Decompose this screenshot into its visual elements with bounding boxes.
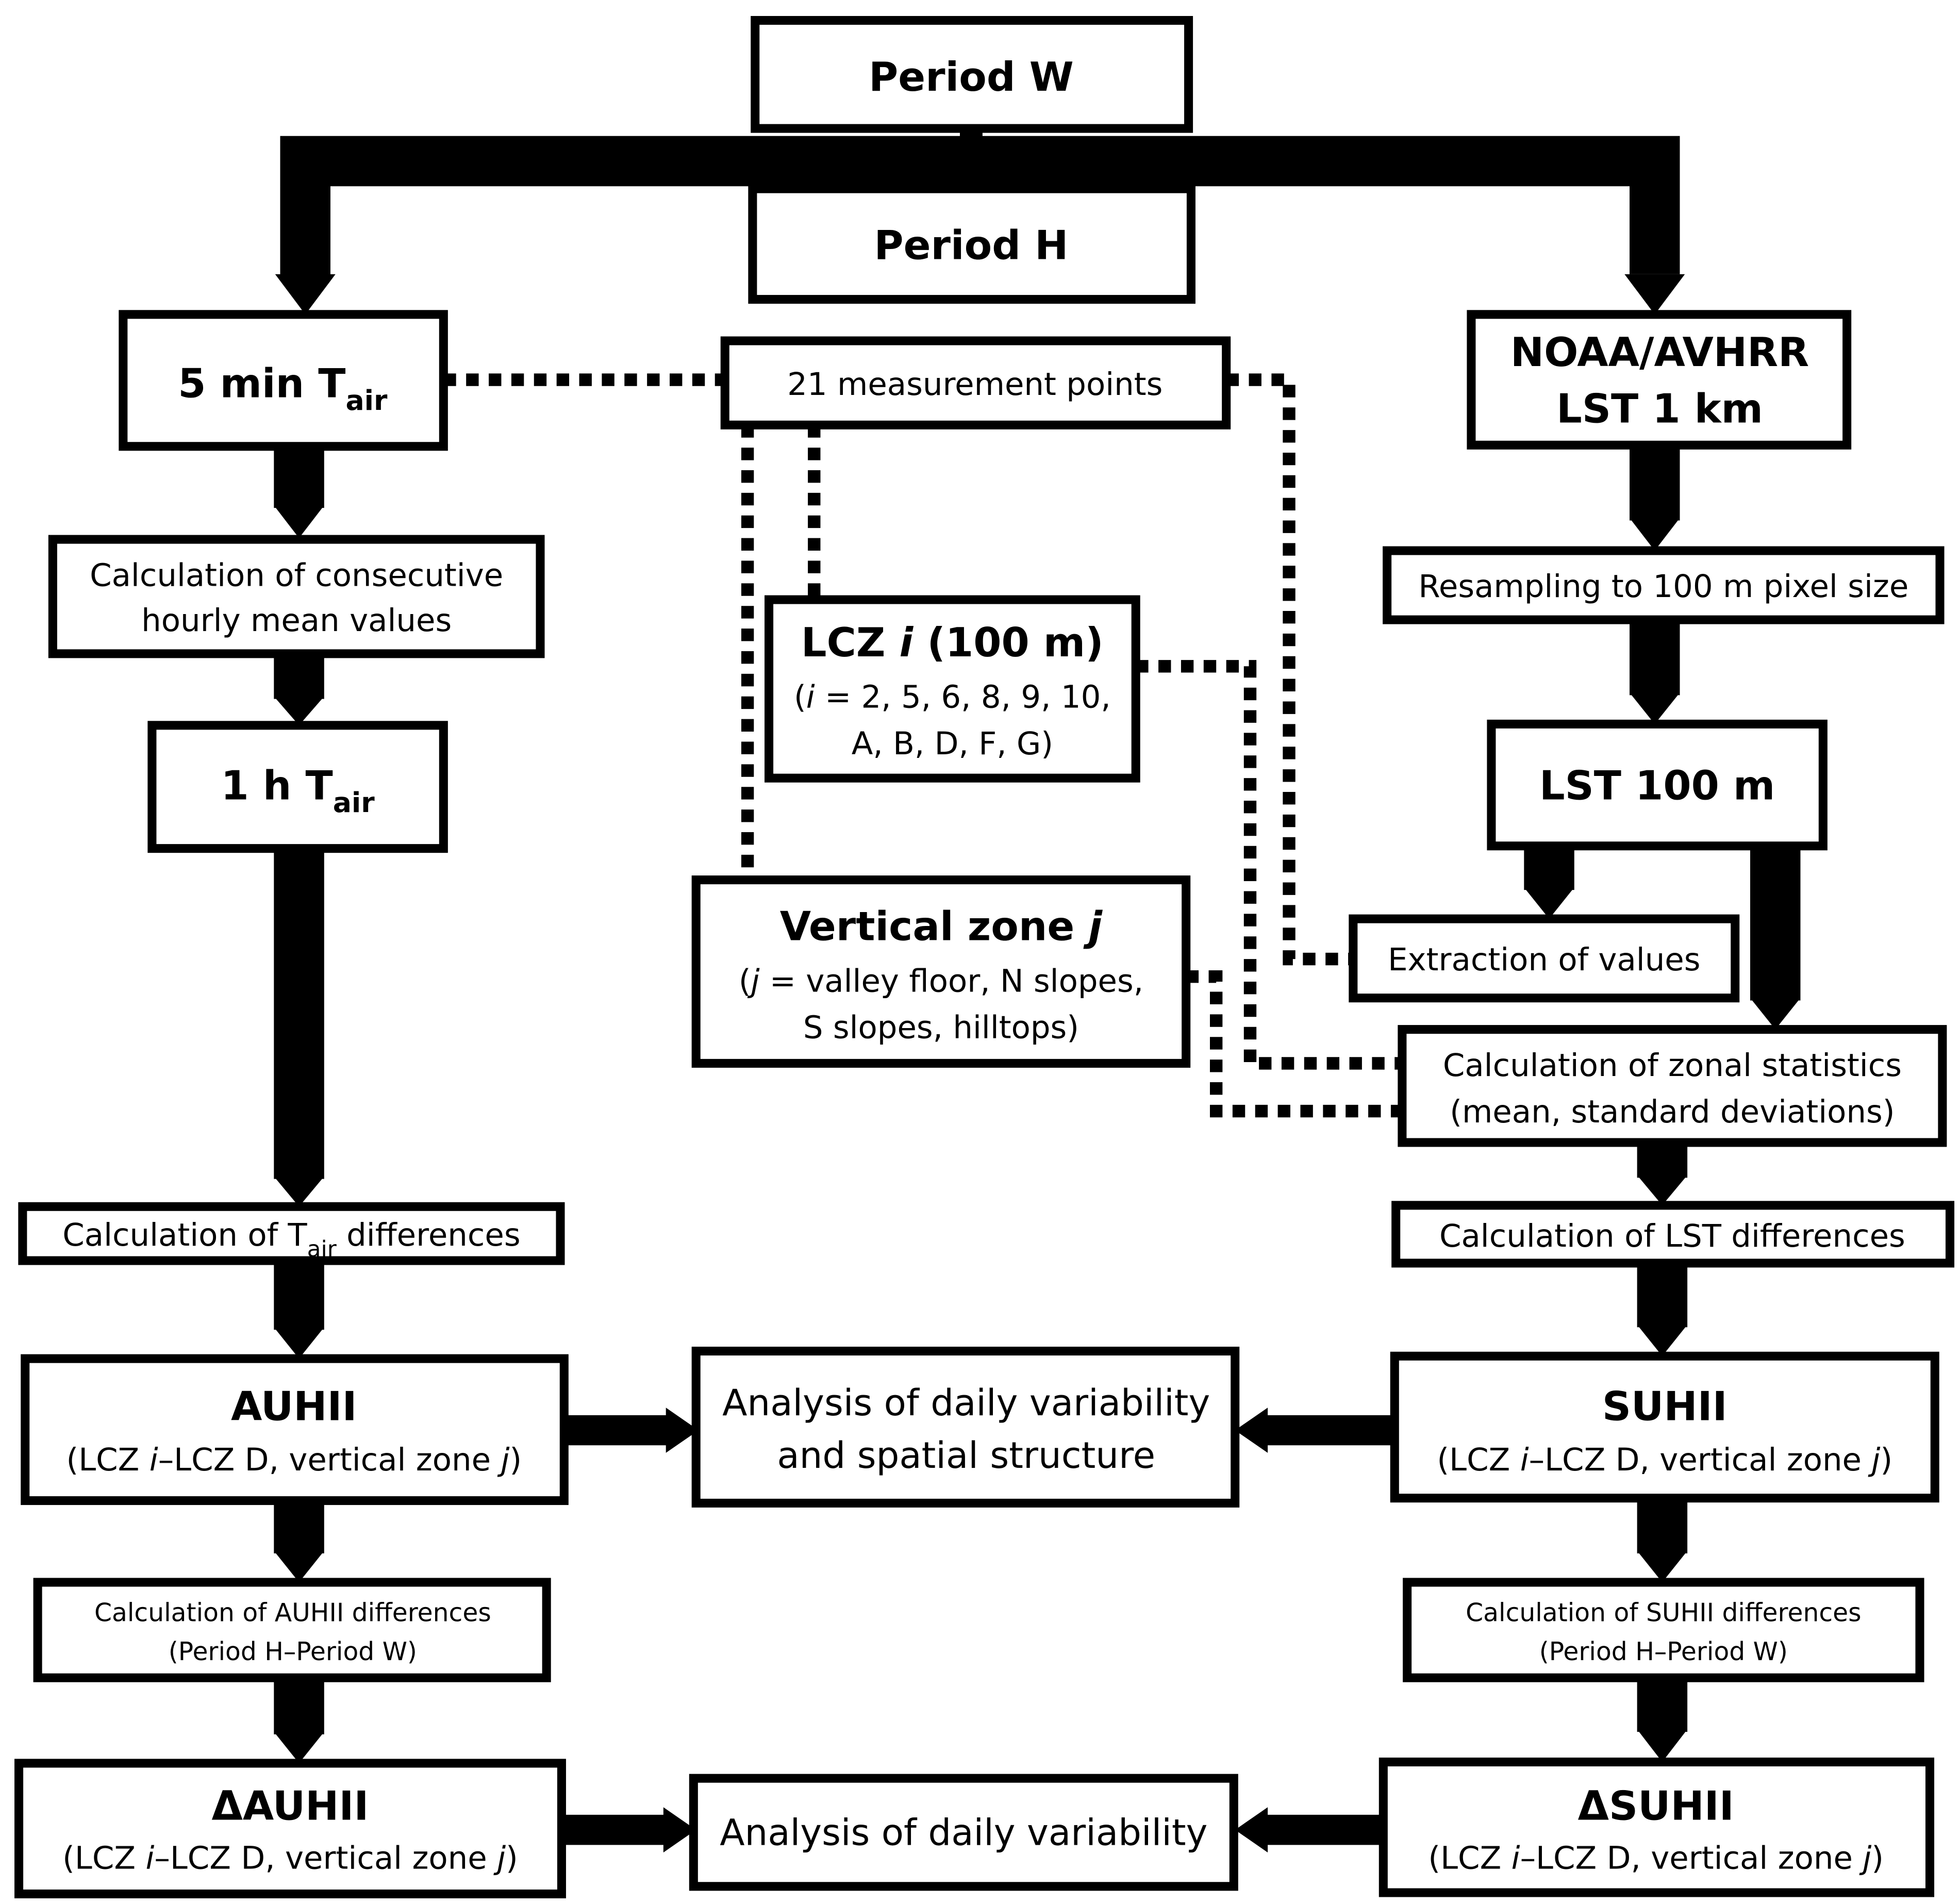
arrowhead-to-auhii-diff: [274, 1551, 324, 1582]
node-vertical-zone: Vertical zone j (j = valley floor, N slo…: [691, 875, 1191, 1068]
node-1h-tair: 1 h Tair: [147, 721, 448, 853]
lst-100m-label: LST 100 m: [1539, 763, 1775, 809]
delta-suhii-title: ΔSUHII: [1578, 1783, 1734, 1830]
vertical-zone-line3: S slopes, hilltops): [803, 1010, 1079, 1046]
node-measurement-points: 21 measurement points: [720, 336, 1231, 429]
node-zonal-stats: Calculation of zonal statistics (mean, s…: [1398, 1025, 1947, 1147]
suhii-diff-line1: Calculation of SUHII differences: [1466, 1599, 1861, 1628]
arrowhead-suhii-to-analysis: [1235, 1408, 1268, 1453]
node-tair-diff: Calculation of Tair differences: [18, 1202, 565, 1265]
period-h-label: Period H: [874, 223, 1068, 269]
arrowhead-to-delta-suhii: [1637, 1729, 1688, 1762]
delta-auhii-title: ΔAUHII: [212, 1783, 369, 1830]
arrowhead-delta-suhii-to-analysis: [1235, 1807, 1268, 1852]
node-lst-100m: LST 100 m: [1487, 719, 1828, 851]
measurement-points-label: 21 measurement points: [787, 366, 1162, 403]
zonal-stats-line2: (mean, standard deviations): [1450, 1094, 1895, 1130]
arrowhead-delta-auhii-to-analysis: [663, 1807, 696, 1852]
resampling-label: Resampling to 100 m pixel size: [1418, 568, 1908, 605]
auhii-diff-line1: Calculation of AUHII differences: [94, 1599, 491, 1628]
vertical-zone-title: Vertical zone j: [780, 904, 1103, 950]
arrowhead-to-delta-auhii: [274, 1731, 324, 1763]
lst-diff-label: Calculation of LST differences: [1439, 1218, 1905, 1254]
node-period-h: Period H: [748, 184, 1195, 304]
node-auhii-diff: Calculation of AUHII differences (Period…: [33, 1578, 551, 1682]
zonal-stats-line1: Calculation of zonal statistics: [1443, 1047, 1902, 1084]
node-5min-tair: 5 min Tair: [119, 310, 448, 451]
noaa-line2: LST 1 km: [1556, 386, 1763, 432]
auhii-title: AUHII: [231, 1384, 357, 1430]
node-analysis-daily: Analysis of daily variability: [689, 1774, 1238, 1891]
suhii-subtitle: (LCZ i–LCZ D, vertical zone j): [1437, 1442, 1892, 1478]
tair-5min-label: 5 min Tair: [178, 361, 388, 417]
extraction-label: Extraction of values: [1388, 941, 1700, 978]
arrowhead-to-lst100: [1630, 692, 1680, 724]
auhii-subtitle: (LCZ i–LCZ D, vertical zone j): [66, 1442, 522, 1478]
arrowhead-to-noaa: [1624, 274, 1685, 315]
node-delta-suhii: ΔSUHII (LCZ i–LCZ D, vertical zone j): [1378, 1757, 1935, 1897]
node-lst-diff: Calculation of LST differences: [1391, 1201, 1955, 1268]
arrowhead-to-extraction: [1524, 887, 1574, 919]
arrowhead-to-lst-diff: [1637, 1175, 1688, 1205]
lcz-title: LCZ i (100 m): [801, 620, 1104, 666]
arrowhead-to-resampling: [1630, 518, 1680, 551]
arrowhead-to-suhii-diff: [1637, 1551, 1688, 1582]
arrowhead-to-hourly: [274, 505, 324, 538]
connectors: [274, 128, 1801, 1852]
vertical-zone-line2: (j = valley floor, N slopes,: [739, 963, 1143, 999]
arrowhead-to-auhii: [274, 1327, 324, 1359]
analysis-spatial-line1: Analysis of daily variability: [722, 1381, 1210, 1424]
auhii-diff-line2: (Period H–Period W): [169, 1637, 417, 1666]
node-suhii: SUHII (LCZ i–LCZ D, vertical zone j): [1390, 1351, 1939, 1503]
arrowhead-to-zonal: [1750, 998, 1801, 1030]
dotted-vertical-to-zonal: [1186, 970, 1402, 1118]
suhii-title: SUHII: [1602, 1384, 1728, 1430]
tair-diff-label: Calculation of Tair differences: [62, 1217, 520, 1263]
node-analysis-spatial: Analysis of daily variability and spatia…: [691, 1346, 1240, 1508]
arrowhead-to-suhii: [1637, 1325, 1688, 1356]
analysis-spatial-line2: and spatial structure: [777, 1434, 1155, 1477]
delta-suhii-subtitle: (LCZ i–LCZ D, vertical zone j): [1428, 1840, 1884, 1877]
suhii-diff-line2: (Period H–Period W): [1539, 1637, 1788, 1666]
node-extraction: Extraction of values: [1349, 914, 1740, 1003]
node-suhii-diff: Calculation of SUHII differences (Period…: [1403, 1578, 1924, 1682]
node-period-w: Period W: [751, 16, 1193, 133]
node-hourly-mean: Calculation of consecutive hourly mean v…: [48, 535, 545, 658]
noaa-line1: NOAA/AVHRR: [1510, 329, 1809, 376]
node-noaa-avhrr: NOAA/AVHRR LST 1 km: [1467, 310, 1852, 450]
tair-1h-label: 1 h Tair: [221, 763, 375, 819]
lcz-line2: (i = 2, 5, 6, 8, 9, 10,: [794, 679, 1111, 716]
arrowhead-auhii-to-analysis: [666, 1408, 699, 1453]
lcz-line3: A, B, D, F, G): [852, 725, 1053, 762]
arrowhead-to-tair-diff: [274, 1176, 324, 1207]
period-w-label: Period W: [869, 54, 1074, 101]
analysis-daily-label: Analysis of daily variability: [720, 1811, 1207, 1854]
hourly-mean-line1: Calculation of consecutive: [90, 557, 503, 593]
delta-auhii-subtitle: (LCZ i–LCZ D, vertical zone j): [62, 1840, 518, 1877]
node-resampling: Resampling to 100 m pixel size: [1383, 546, 1945, 624]
node-auhii: AUHII (LCZ i–LCZ D, vertical zone j): [21, 1354, 569, 1505]
arrowhead-to-1h: [274, 696, 324, 725]
dotted-lcz-to-zonal: [1136, 660, 1402, 1070]
node-lcz: LCZ i (100 m) (i = 2, 5, 6, 8, 9, 10, A,…: [765, 595, 1140, 783]
dotted-points-to-extraction: [1226, 373, 1353, 966]
node-delta-auhii: ΔAUHII (LCZ i–LCZ D, vertical zone j): [14, 1759, 566, 1898]
hourly-mean-line2: hourly mean values: [141, 602, 452, 639]
arrowhead-to-5min-tair: [275, 274, 336, 315]
